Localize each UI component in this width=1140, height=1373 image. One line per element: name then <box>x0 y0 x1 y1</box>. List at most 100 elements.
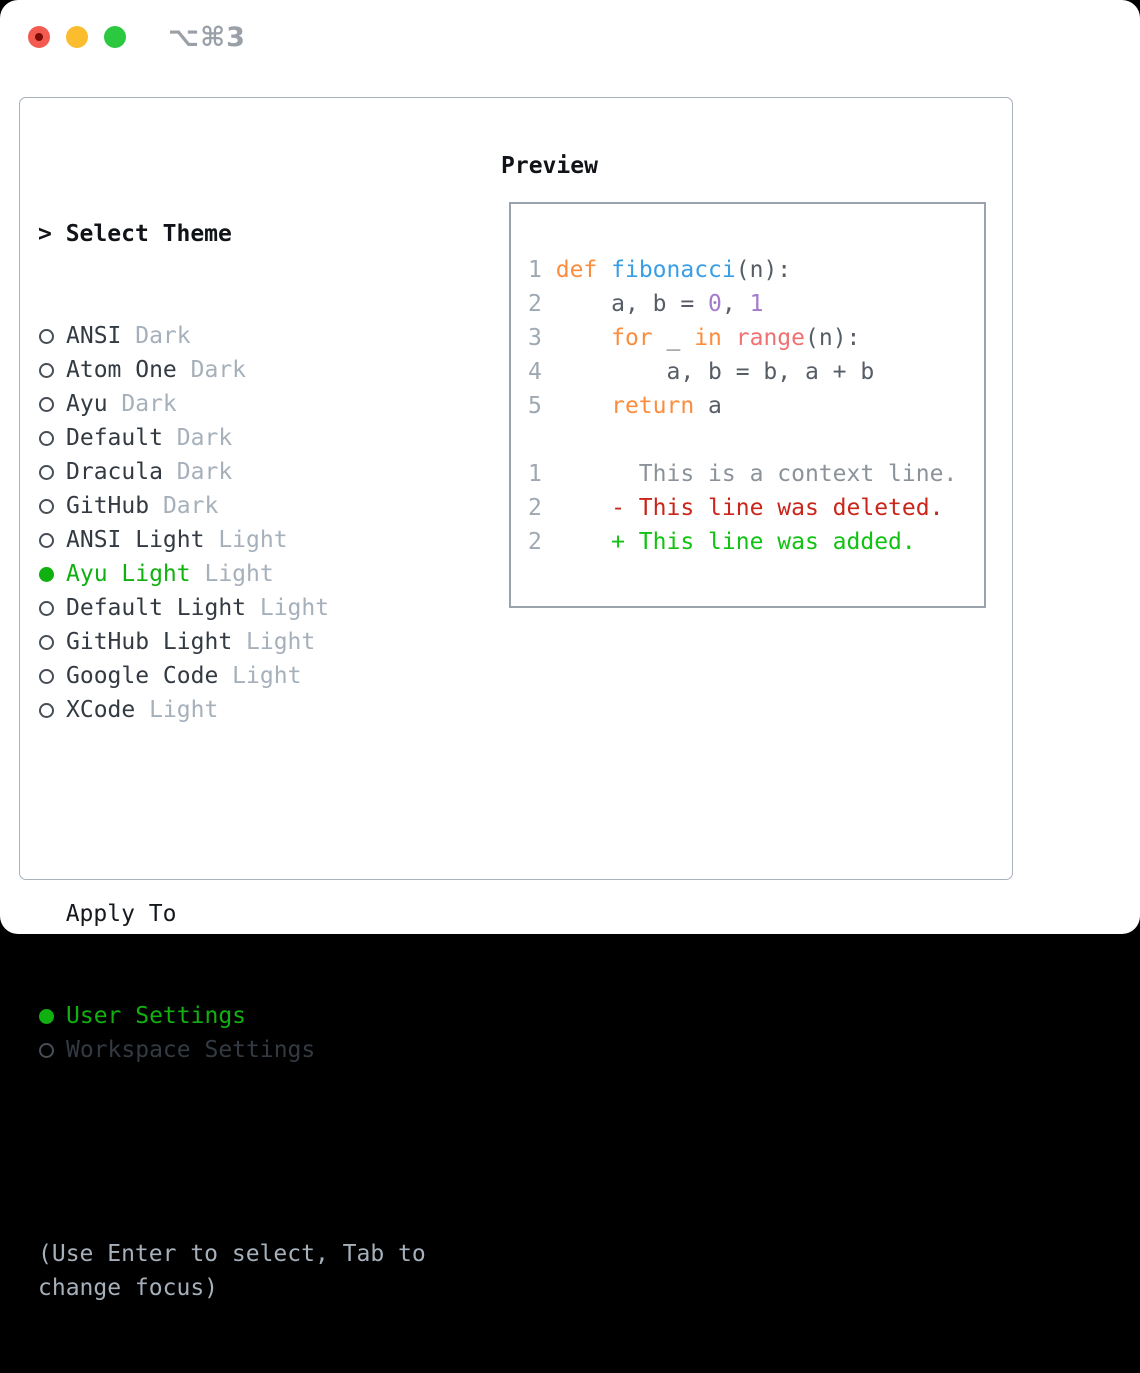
option-label: Google Code <box>66 663 219 689</box>
line-number: 5 <box>528 393 542 419</box>
code-segment <box>722 325 736 351</box>
option-label: Ayu Light <box>66 561 191 587</box>
code-segment <box>597 257 611 283</box>
code-segment <box>542 325 556 351</box>
spacer <box>38 1135 482 1169</box>
theme-variant-label: Dark <box>121 323 191 349</box>
close-button-icon[interactable] <box>28 26 50 48</box>
theme-option[interactable]: Dracula Dark <box>38 455 482 489</box>
code-segment: fibonacci <box>611 257 736 283</box>
diff-line: 2 + This line was added. <box>528 525 972 559</box>
zoom-button-icon[interactable] <box>104 26 126 48</box>
theme-variant-label: Dark <box>162 425 233 451</box>
theme-option[interactable]: GitHub Light Light <box>38 625 482 659</box>
line-number: 1 <box>528 257 542 283</box>
diff-line: 1 This is a context line. <box>528 457 972 491</box>
theme-option[interactable]: Ayu Light Light <box>38 557 482 591</box>
theme-option[interactable]: Default Light Light <box>38 591 482 625</box>
option-label: GitHub <box>66 493 150 519</box>
option-label: GitHub Light <box>66 629 233 655</box>
line-number: 2 <box>528 529 542 555</box>
theme-option[interactable]: ANSI Dark <box>38 319 482 353</box>
code-line: 5 return a <box>528 389 972 423</box>
line-number: 3 <box>528 325 542 351</box>
radio-selected-icon <box>39 1008 54 1024</box>
option-label: Default Light <box>66 595 247 621</box>
radio-unselected-icon <box>39 430 54 446</box>
code-segment: return <box>611 393 695 419</box>
code-segment: for <box>611 325 653 351</box>
theme-option[interactable]: ANSI Light Light <box>38 523 482 557</box>
code-segment <box>542 291 556 317</box>
help-text: (Use Enter to select, Tab to change focu… <box>38 1241 426 1301</box>
code-segment: - This line was deleted. <box>541 495 944 521</box>
option-label: Dracula <box>66 459 163 485</box>
radio-unselected-icon <box>39 702 54 718</box>
code-segment: a, b = b, a + b <box>555 359 875 385</box>
code-segment <box>556 393 611 419</box>
code-line: 1 def fibonacci(n): <box>528 253 972 287</box>
theme-option[interactable]: Atom One Dark <box>38 353 482 387</box>
radio-unselected-icon <box>39 328 54 344</box>
option-label: Default <box>66 425 163 451</box>
theme-variant-label: Light <box>232 629 316 655</box>
theme-variant-label: Dark <box>176 357 247 383</box>
spacer <box>38 795 482 829</box>
code-segment: , <box>721 291 750 317</box>
code-line: 2 a, b = 0, 1 <box>528 287 972 321</box>
apply-to-option[interactable]: User Settings <box>38 999 482 1033</box>
code-segment <box>556 325 611 351</box>
theme-variant-label: Light <box>204 527 288 553</box>
code-segment: a, b = <box>555 291 709 317</box>
code-segment: (n): <box>805 325 861 351</box>
option-label: ANSI Light <box>66 527 205 553</box>
code-segment: + This line was added. <box>541 529 916 555</box>
line-number: 4 <box>528 359 542 385</box>
radio-unselected-icon <box>39 498 54 514</box>
option-label: ANSI <box>66 323 122 349</box>
theme-variant-label: Light <box>218 663 302 689</box>
radio-unselected-icon <box>39 634 54 650</box>
radio-unselected-icon <box>39 668 54 684</box>
theme-option[interactable]: GitHub Dark <box>38 489 482 523</box>
theme-variant-label: Dark <box>149 493 219 519</box>
code-segment: def <box>555 257 598 283</box>
radio-unselected-icon <box>39 396 54 412</box>
diff-preview: 1 This is a context line.2 - This line w… <box>528 457 972 559</box>
titlebar: ⌥⌘3 <box>0 0 1140 74</box>
code-segment: in <box>694 325 722 351</box>
theme-option[interactable]: Default Dark <box>38 421 482 455</box>
code-segment: _ <box>652 325 695 351</box>
code-segment <box>542 257 556 283</box>
option-label: User Settings <box>66 1003 247 1029</box>
diff-line: 2 - This line was deleted. <box>528 491 972 525</box>
theme-variant-label: Light <box>190 561 274 587</box>
option-label: Atom One <box>66 357 177 383</box>
theme-option[interactable]: XCode Light <box>38 693 482 727</box>
code-segment: range <box>735 325 806 351</box>
code-segment: This is a context line. <box>541 461 958 487</box>
minimize-button-icon[interactable] <box>66 26 88 48</box>
apply-to-header: Apply To <box>65 901 177 927</box>
code-segment: a <box>694 393 722 419</box>
code-segment <box>542 359 556 385</box>
radio-unselected-icon <box>39 532 54 548</box>
theme-option[interactable]: Ayu Dark <box>38 387 482 421</box>
radio-unselected-icon <box>39 600 54 616</box>
theme-option[interactable]: Google Code Light <box>38 659 482 693</box>
option-label: XCode <box>66 697 136 723</box>
apply-to-option[interactable]: Workspace Settings <box>38 1033 482 1067</box>
code-segment: (n): <box>735 257 792 283</box>
select-theme-header: > Select Theme <box>38 221 232 247</box>
option-label: Ayu <box>66 391 108 417</box>
code-segment: 0 <box>708 291 722 317</box>
code-line: 3 for _ in range(n): <box>528 321 972 355</box>
radio-selected-icon <box>39 566 54 582</box>
focus-caret-icon: > <box>38 221 66 247</box>
